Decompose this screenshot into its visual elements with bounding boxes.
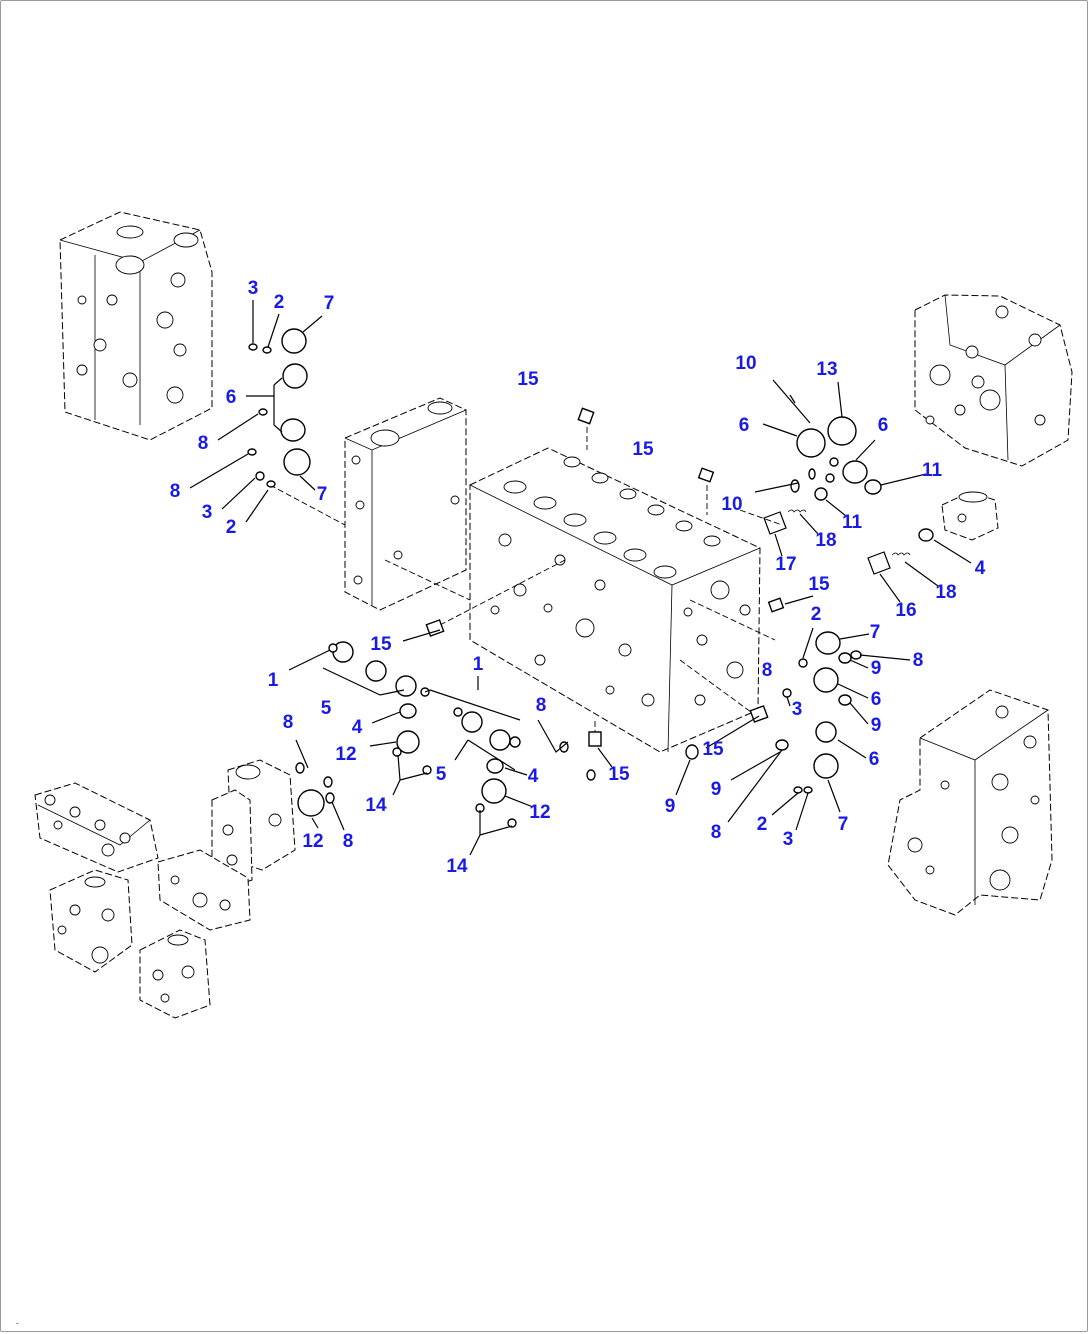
part-label-7: 7 <box>324 293 335 314</box>
corner-mark: - <box>16 1318 19 1328</box>
valve-covers-lower-left <box>34 759 296 1019</box>
part-label-8: 8 <box>343 831 354 852</box>
part-label-18: 18 <box>815 530 836 551</box>
valve-section-top-left <box>59 211 213 441</box>
part-label-2: 2 <box>226 517 237 538</box>
part-label-4: 4 <box>352 717 363 738</box>
valve-end-plate <box>344 397 467 611</box>
part-label-3: 3 <box>248 278 259 299</box>
part-label-8: 8 <box>170 481 181 502</box>
part-label-7: 7 <box>838 814 849 835</box>
part-label-6: 6 <box>869 749 880 770</box>
part-label-16: 16 <box>895 600 916 621</box>
part-label-9: 9 <box>871 658 882 679</box>
part-label-6: 6 <box>878 415 889 436</box>
part-label-9: 9 <box>711 779 722 800</box>
part-label-3: 3 <box>792 699 803 720</box>
part-label-14: 14 <box>446 856 468 877</box>
part-label-11: 11 <box>842 512 863 533</box>
part-label-12: 12 <box>335 744 356 765</box>
part-label-9: 9 <box>871 715 882 736</box>
part-label-12: 12 <box>302 831 323 852</box>
valve-section-top-right <box>914 294 1073 467</box>
part-label-6: 6 <box>871 689 882 710</box>
part-label-2: 2 <box>757 814 768 835</box>
part-label-12: 12 <box>529 802 550 823</box>
part-label-11: 11 <box>922 460 943 481</box>
part-label-8: 8 <box>711 822 722 843</box>
part-label-15: 15 <box>702 739 724 760</box>
part-label-15: 15 <box>808 574 830 595</box>
part-label-7: 7 <box>317 484 328 505</box>
part-label-15: 15 <box>517 369 539 390</box>
part-label-6: 6 <box>739 415 750 436</box>
part-label-2: 2 <box>811 604 822 625</box>
part-label-5: 5 <box>321 698 332 719</box>
part-label-3: 3 <box>783 829 794 850</box>
part-label-8: 8 <box>198 433 209 454</box>
part-label-6: 6 <box>226 387 237 408</box>
part-label-8: 8 <box>536 695 547 716</box>
part-label-14: 14 <box>365 795 387 816</box>
part-label-5: 5 <box>436 764 447 785</box>
part-label-10: 10 <box>735 353 756 374</box>
part-label-2: 2 <box>274 292 285 313</box>
leader-lines <box>189 300 972 856</box>
part-label-9: 9 <box>665 796 676 817</box>
part-label-4: 4 <box>975 558 986 579</box>
part-label-15: 15 <box>370 634 392 655</box>
part-label-8: 8 <box>283 712 294 733</box>
part-label-18: 18 <box>935 582 956 603</box>
part-label-1: 1 <box>268 670 279 691</box>
part-label-15: 15 <box>632 439 654 460</box>
valve-section-bottom-right <box>887 689 1053 916</box>
part-label-8: 8 <box>762 660 773 681</box>
spool-cap <box>941 491 999 541</box>
part-label-8: 8 <box>913 650 924 671</box>
part-label-1: 1 <box>473 654 484 675</box>
part-label-10: 10 <box>721 494 742 515</box>
main-valve-block <box>469 447 761 753</box>
part-label-13: 13 <box>816 359 837 380</box>
part-label-17: 17 <box>775 554 796 575</box>
part-label-15: 15 <box>608 764 630 785</box>
seal-rings <box>247 328 934 828</box>
part-label-4: 4 <box>528 766 539 787</box>
part-label-3: 3 <box>202 502 213 523</box>
part-label-7: 7 <box>870 622 881 643</box>
